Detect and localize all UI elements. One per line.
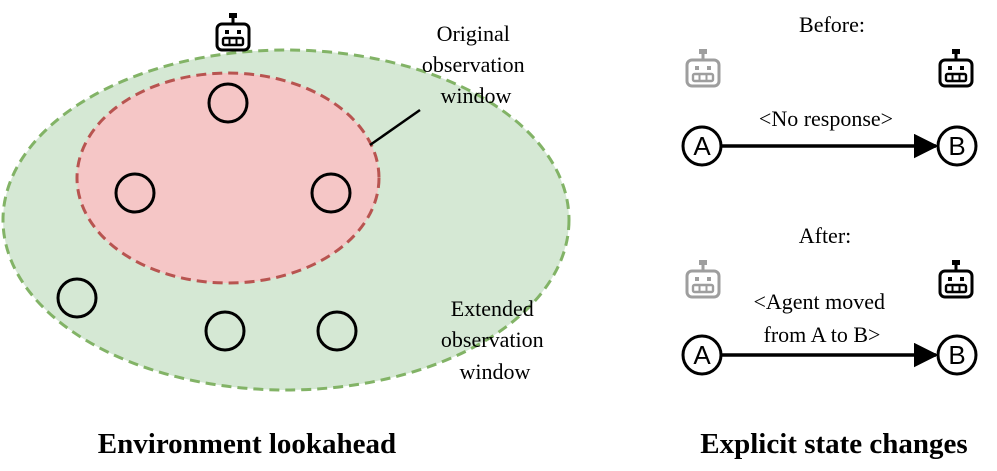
state-node [207, 82, 249, 124]
right-panel-caption: Explicit state changes [700, 428, 967, 460]
state-node [316, 310, 358, 352]
before-heading: Before: [799, 12, 865, 37]
svg-text:B: B [948, 131, 965, 161]
environment-lookahead-panel: Original observation window Extended obs… [1, 11, 571, 460]
after-heading: After: [799, 223, 852, 248]
robot-icon-active [938, 47, 974, 88]
svg-text:A: A [693, 340, 711, 370]
before-edge-label: <No response> [759, 106, 893, 131]
explicit-state-changes-panel: Before: <No response> A B After: <Agent … [681, 12, 978, 460]
original-window-pointer [369, 108, 421, 147]
svg-text:A: A [693, 131, 711, 161]
before-node-a: A [681, 125, 723, 167]
svg-text:B: B [948, 340, 965, 370]
state-node [204, 310, 246, 352]
original-observation-window [75, 71, 381, 285]
state-node [310, 172, 352, 214]
original-window-label: Original observation window [422, 21, 530, 108]
state-nodes [56, 82, 358, 352]
robot-icon-active [938, 258, 974, 299]
robot-icon [215, 11, 251, 52]
after-node-a: A [681, 334, 723, 376]
after-edge-label: <Agent moved from A to B> [753, 289, 890, 347]
robot-icon-inactive [685, 258, 721, 299]
extended-window-label: Extended observation window [441, 296, 549, 384]
robot-icon-inactive [685, 47, 721, 88]
state-node [114, 172, 156, 214]
state-node [56, 277, 98, 319]
left-panel-caption: Environment lookahead [98, 428, 396, 460]
after-node-b: B [936, 334, 978, 376]
before-node-b: B [936, 125, 978, 167]
